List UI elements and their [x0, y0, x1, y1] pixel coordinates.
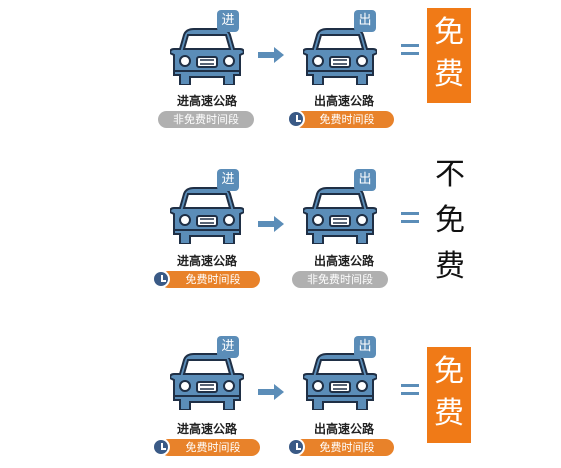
arrow-right-icon [258, 216, 284, 232]
clock-icon [287, 438, 305, 456]
clock-icon [152, 270, 170, 288]
exit-tag: 出 [354, 169, 376, 191]
result-char: 免 [434, 354, 464, 389]
enter-period-pill: 免费时间段 [160, 271, 260, 288]
result-free: 免 费 [427, 8, 471, 103]
result-char: 免 [434, 15, 464, 50]
enter-tag: 进 [217, 336, 239, 358]
result-free: 免 费 [427, 347, 471, 443]
enter-period-pill: 免费时间段 [160, 439, 260, 456]
enter-tag: 进 [217, 10, 239, 32]
car-enter-icon [170, 28, 244, 85]
arrow-right-icon [258, 47, 284, 63]
car-enter-icon [170, 187, 244, 244]
equals-icon [401, 384, 419, 396]
car-exit-icon [303, 187, 377, 244]
exit-tag: 出 [354, 10, 376, 32]
result-char: 免 [435, 203, 465, 238]
car-exit-icon [303, 28, 377, 85]
enter-label: 进高速公路 [176, 254, 237, 268]
exit-period-pill: 免费时间段 [294, 439, 394, 456]
result-not-free: 不 免 费 [428, 152, 472, 290]
result-char: 费 [434, 57, 464, 92]
result-char: 费 [435, 249, 465, 284]
exit-label: 出高速公路 [313, 94, 374, 108]
exit-tag: 出 [354, 336, 376, 358]
enter-label: 进高速公路 [176, 94, 237, 108]
equals-icon [401, 212, 419, 224]
equals-icon [401, 44, 419, 56]
exit-period-pill: 免费时间段 [294, 111, 394, 128]
exit-period-pill: 非免费时间段 [292, 271, 388, 288]
car-enter-icon [170, 353, 244, 410]
clock-icon [152, 438, 170, 456]
arrow-right-icon [258, 384, 284, 400]
result-char: 费 [434, 396, 464, 431]
enter-tag: 进 [217, 169, 239, 191]
exit-label: 出高速公路 [313, 254, 374, 268]
enter-label: 进高速公路 [176, 422, 237, 436]
car-exit-icon [303, 353, 377, 410]
exit-label: 出高速公路 [313, 422, 374, 436]
clock-icon [287, 110, 305, 128]
result-char: 不 [435, 157, 465, 192]
enter-period-pill: 非免费时间段 [158, 111, 254, 128]
